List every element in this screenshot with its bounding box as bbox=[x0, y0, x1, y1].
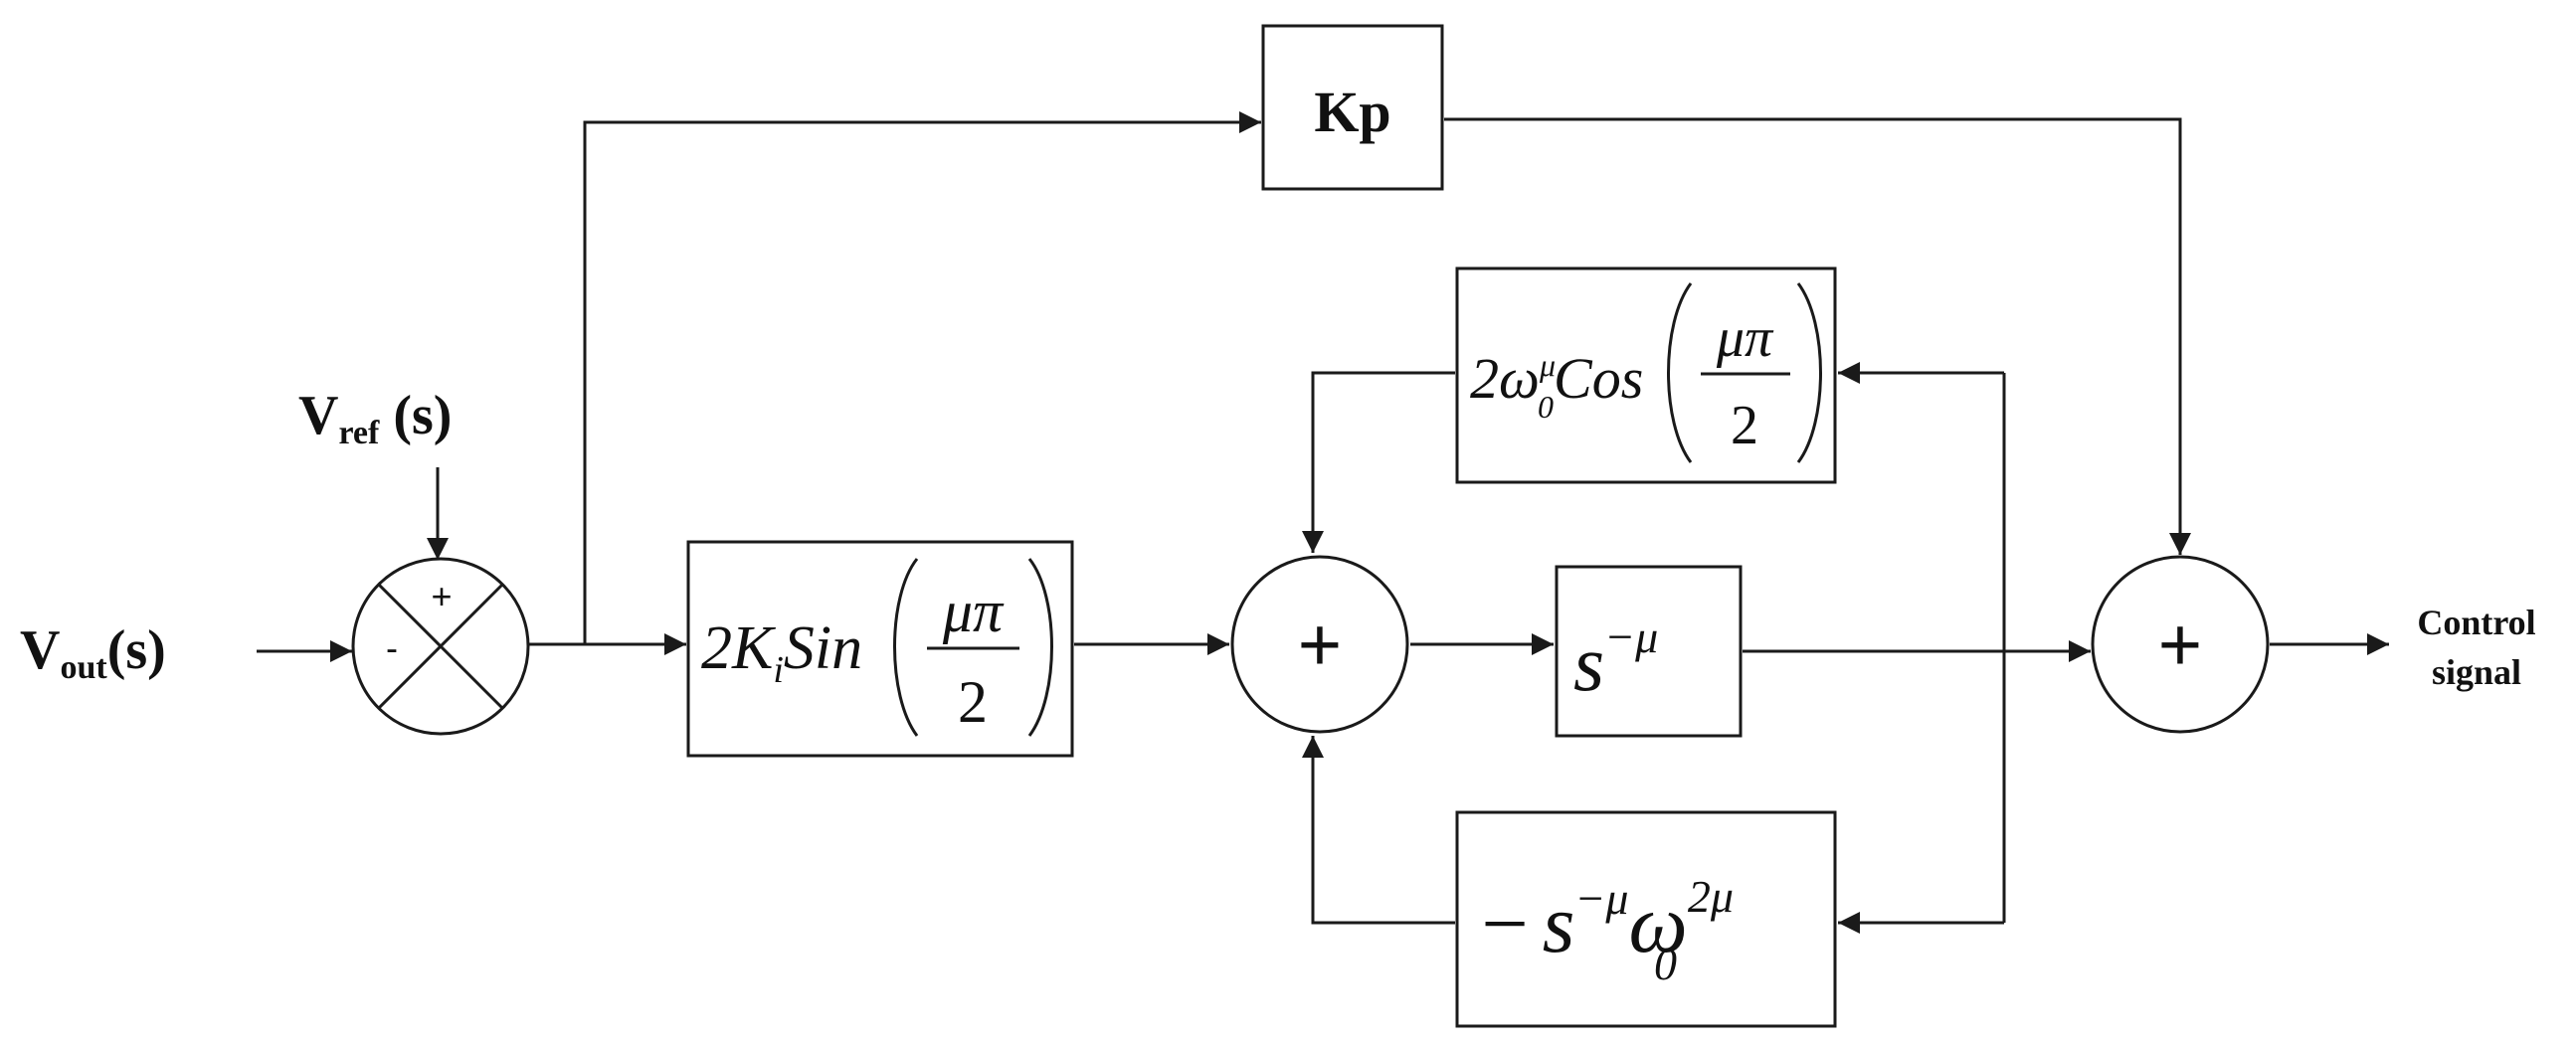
wire-feedback-to-inner-summer bbox=[1302, 736, 1455, 925]
output-summer-plus-sign: + bbox=[2158, 603, 2202, 687]
ki-left-paren bbox=[893, 558, 919, 737]
control-signal-label-line2: signal bbox=[2432, 652, 2521, 692]
kp-label: Kp bbox=[1314, 80, 1390, 144]
output-summer: + bbox=[2091, 555, 2270, 734]
wire-branch-to-kp bbox=[583, 111, 1261, 644]
inner-summer: + bbox=[1230, 555, 1409, 734]
cos-fraction-numerator: μπ bbox=[1716, 307, 1774, 369]
comparator: + - bbox=[351, 557, 530, 736]
control-signal-label-line1: Control bbox=[2417, 603, 2535, 642]
ki-fraction-numerator: μπ bbox=[942, 579, 1005, 644]
ki-fraction-denominator: 2 bbox=[958, 669, 988, 735]
vref-label: Vref (s) bbox=[298, 385, 452, 451]
wire-kp-to-output-summer bbox=[1444, 117, 2191, 555]
integrator-label: s−μ bbox=[1573, 611, 1658, 708]
integrator-block: s−μ bbox=[1555, 565, 1743, 738]
comparator-plus-sign: + bbox=[431, 576, 452, 616]
cos-fraction-denominator: 2 bbox=[1731, 395, 1758, 456]
cos-left-paren bbox=[1667, 282, 1693, 463]
kp-block: Kp bbox=[1261, 24, 1444, 191]
ki-right-paren bbox=[1027, 558, 1053, 737]
wire-cos-to-inner-summer bbox=[1302, 371, 1455, 553]
comparator-minus-sign: - bbox=[386, 627, 398, 668]
vout-label: Vout(s) bbox=[20, 619, 166, 686]
cos-right-paren bbox=[1796, 282, 1822, 463]
inner-summer-plus-sign: + bbox=[1298, 603, 1342, 687]
ki-coefficient: 2KiSin bbox=[701, 614, 862, 691]
ki-block: 2KiSin μπ 2 bbox=[686, 540, 1074, 758]
